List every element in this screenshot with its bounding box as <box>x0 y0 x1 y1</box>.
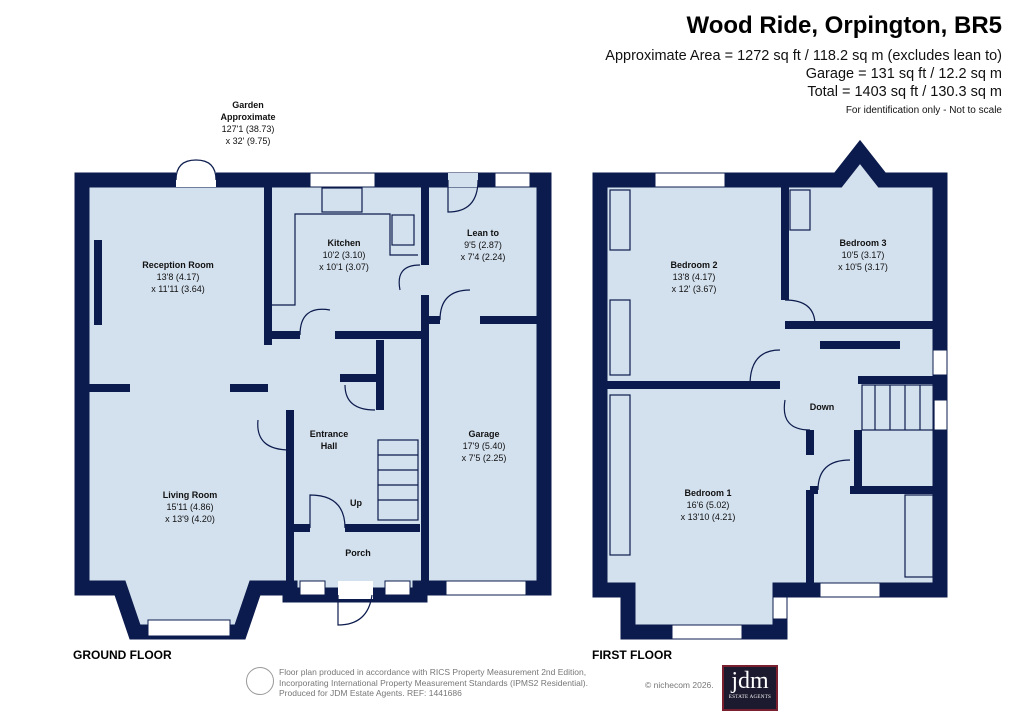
room-bedroom-3: Bedroom 3 10'5 (3.17) x 10'5 (3.17) <box>838 238 888 272</box>
svg-text:x 7'5 (2.25): x 7'5 (2.25) <box>462 453 507 463</box>
svg-text:Bedroom 3: Bedroom 3 <box>839 238 886 248</box>
svg-text:127'1 (38.73): 127'1 (38.73) <box>222 124 275 134</box>
disclaimer: For identification only - Not to scale <box>845 105 1002 116</box>
room-entrance-hall: Entrance Hall <box>310 429 349 451</box>
svg-text:Hall: Hall <box>321 441 338 451</box>
svg-text:Bedroom 1: Bedroom 1 <box>684 488 731 498</box>
room-garage: Garage 17'9 (5.40) x 7'5 (2.25) <box>462 429 507 463</box>
room-bedroom-2: Bedroom 2 13'8 (4.17) x 12' (3.67) <box>670 260 717 294</box>
room-porch: Porch <box>345 548 371 558</box>
svg-text:Bedroom 2: Bedroom 2 <box>670 260 717 270</box>
svg-text:15'11 (4.86): 15'11 (4.86) <box>166 502 213 512</box>
copyright: © nichecom 2026. <box>645 680 714 690</box>
svg-text:10'2 (3.10): 10'2 (3.10) <box>323 250 366 260</box>
total-area: Total = 1403 sq ft / 130.3 sq m <box>807 84 1002 100</box>
first-floor-plan <box>592 139 948 640</box>
svg-text:Kitchen: Kitchen <box>327 238 360 248</box>
svg-text:13'8 (4.17): 13'8 (4.17) <box>673 272 716 282</box>
approximate-area: Approximate Area = 1272 sq ft / 118.2 sq… <box>605 48 1002 64</box>
room-kitchen: Kitchen 10'2 (3.10) x 10'1 (3.07) <box>319 238 369 272</box>
svg-text:x 11'11 (3.64): x 11'11 (3.64) <box>151 284 204 294</box>
footer-text: Floor plan produced in accordance with R… <box>279 667 588 698</box>
garage-area: Garage = 131 sq ft / 12.2 sq m <box>805 66 1002 82</box>
svg-text:x 7'4 (2.24): x 7'4 (2.24) <box>461 252 506 262</box>
room-reception: Reception Room 13'8 (4.17) x 11'11 (3.64… <box>142 260 214 294</box>
ground-stairs <box>377 439 419 521</box>
stairs-up-label: Up <box>350 498 362 508</box>
svg-text:x 32' (9.75): x 32' (9.75) <box>226 136 271 146</box>
svg-text:Lean to: Lean to <box>467 228 500 238</box>
property-title: Wood Ride, Orpington, BR5 <box>686 12 1002 39</box>
first-floor-label: FIRST FLOOR <box>592 648 672 662</box>
svg-text:Living Room: Living Room <box>163 490 218 500</box>
svg-text:13'8 (4.17): 13'8 (4.17) <box>157 272 200 282</box>
svg-text:x 10'5 (3.17): x 10'5 (3.17) <box>838 262 888 272</box>
svg-text:17'9 (5.40): 17'9 (5.40) <box>463 441 506 451</box>
ground-floor-plan <box>74 159 552 640</box>
first-stairs <box>861 384 935 431</box>
jdm-logo: jdm ESTATE AGENTS <box>722 665 778 711</box>
svg-text:x 10'1 (3.07): x 10'1 (3.07) <box>319 262 369 272</box>
svg-text:x 13'9 (4.20): x 13'9 (4.20) <box>165 514 215 524</box>
ground-floor-label: GROUND FLOOR <box>73 648 172 662</box>
room-lean-to: Lean to 9'5 (2.87) x 7'4 (2.24) <box>461 228 506 262</box>
svg-text:Entrance: Entrance <box>310 429 349 439</box>
svg-text:Approximate: Approximate <box>220 112 275 122</box>
room-bedroom-1: Bedroom 1 16'6 (5.02) x 13'10 (4.21) <box>681 488 736 522</box>
svg-text:Garage: Garage <box>468 429 499 439</box>
svg-text:Reception Room: Reception Room <box>142 260 214 270</box>
person-icon <box>246 667 274 695</box>
svg-text:x 13'10 (4.21): x 13'10 (4.21) <box>681 512 736 522</box>
svg-text:9'5 (2.87): 9'5 (2.87) <box>464 240 502 250</box>
garden-label: Garden Approximate 127'1 (38.73) x 32' (… <box>220 100 275 146</box>
svg-text:Garden: Garden <box>232 100 264 110</box>
svg-text:10'5 (3.17): 10'5 (3.17) <box>842 250 885 260</box>
svg-text:16'6 (5.02): 16'6 (5.02) <box>687 500 730 510</box>
room-living: Living Room 15'11 (4.86) x 13'9 (4.20) <box>163 490 218 524</box>
svg-text:x 12' (3.67): x 12' (3.67) <box>672 284 717 294</box>
stairs-down-label: Down <box>810 402 835 412</box>
